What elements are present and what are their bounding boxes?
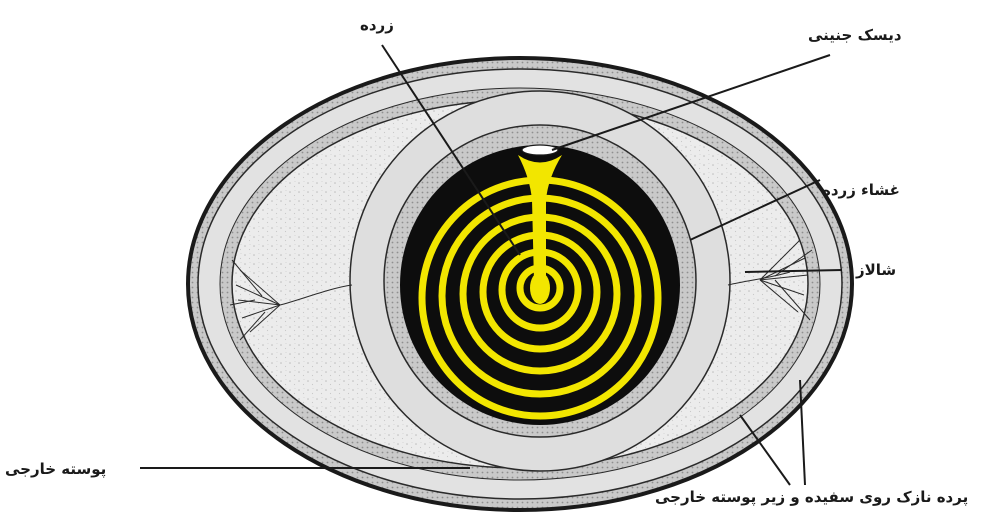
label-germinal-disc: دیسک جنینی [808, 28, 902, 43]
label-outer-shell: پوسته خارجی [5, 462, 106, 477]
label-yolk: زرده [360, 18, 394, 33]
label-vitelline-membrane: غشاء زرده [822, 183, 900, 198]
label-shell-membrane: پرده نازک روی سفیده و زیر پوسته خارجی [655, 490, 968, 505]
label-chalaza: شالاز [856, 263, 896, 278]
